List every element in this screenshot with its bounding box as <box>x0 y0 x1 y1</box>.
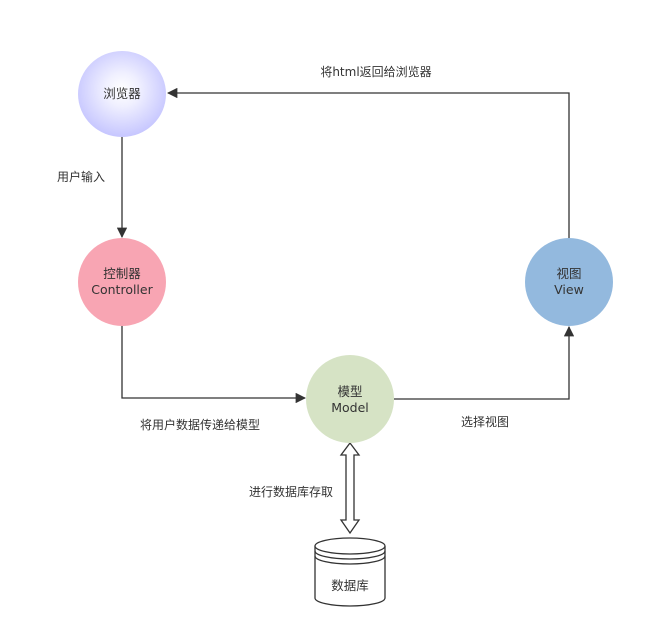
edge-view-to-browser <box>166 87 570 238</box>
browser-shape <box>78 51 166 137</box>
view-label-cn: 视图 <box>556 266 581 281</box>
view-shape <box>525 238 613 326</box>
edge-label-model-database: 进行数据库存取 <box>249 484 333 499</box>
edge-label-browser-to-controller: 用户输入 <box>57 169 105 184</box>
controller-label-cn: 控制器 <box>103 266 141 281</box>
model-label-en: Model <box>331 400 369 415</box>
controller-node[interactable]: 控制器 Controller <box>78 238 166 326</box>
edge-model-database-double-arrow <box>339 441 361 535</box>
database-ring-2 <box>314 555 386 565</box>
controller-label-en: Controller <box>91 282 153 297</box>
edge-label-controller-to-model: 将用户数据传递给模型 <box>140 417 260 432</box>
edge-model-to-view <box>394 325 575 400</box>
database-shape <box>314 546 386 607</box>
controller-shape <box>78 238 166 326</box>
browser-node[interactable]: 浏览器 <box>78 51 166 137</box>
database-node[interactable]: 数据库 <box>314 537 386 607</box>
model-shape <box>306 355 394 443</box>
database-ring-1 <box>314 550 386 560</box>
view-label-en: View <box>554 282 584 297</box>
model-label-cn: 模型 <box>337 384 362 399</box>
edge-controller-to-model <box>121 325 307 404</box>
database-top <box>314 537 386 555</box>
browser-label: 浏览器 <box>103 86 141 101</box>
model-node[interactable]: 模型 Model <box>306 355 394 443</box>
database-label: 数据库 <box>331 578 369 593</box>
edge-label-model-to-view: 选择视图 <box>461 414 509 429</box>
view-node[interactable]: 视图 View <box>525 238 613 326</box>
edge-label-view-to-browser: 将html返回给浏览器 <box>320 64 431 79</box>
